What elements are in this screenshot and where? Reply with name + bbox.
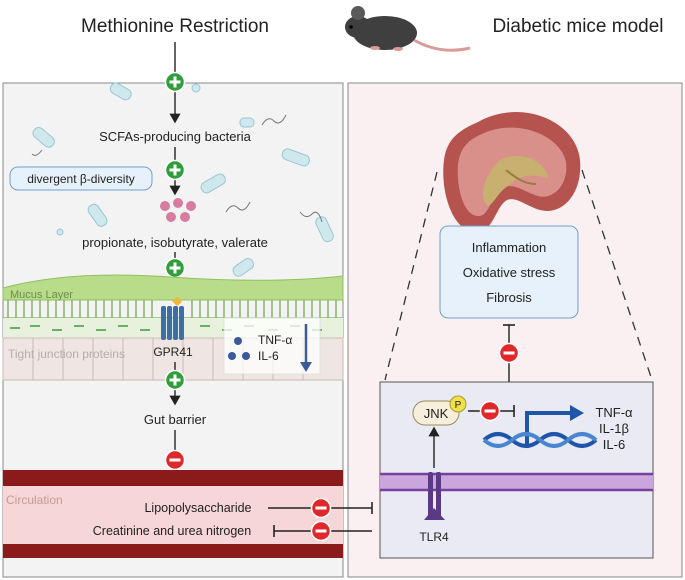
gene-label: IL-6 — [603, 437, 625, 452]
beta-diversity-label: divergent β-diversity — [27, 172, 135, 186]
outcome-label: Fibrosis — [486, 290, 532, 305]
inhibit-icon — [310, 497, 332, 519]
metabolite-dots-icon — [160, 198, 196, 222]
kidney-icon — [443, 112, 581, 233]
title-right: Diabetic mice model — [492, 16, 663, 37]
microvilli — [7, 300, 337, 318]
creatinine-label: Creatinine and urea nitrogen — [93, 524, 251, 538]
outcome-label: Oxidative stress — [463, 265, 556, 280]
gpr41-label: GPR41 — [153, 345, 193, 359]
scfa-bacteria-label: SCFAs-producing bacteria — [99, 129, 252, 144]
inhibit-icon — [479, 400, 501, 422]
zoom-line-right — [581, 169, 653, 381]
metabolites-label: propionate, isobutyrate, valerate — [82, 235, 268, 250]
circulation-label: Circulation — [6, 493, 63, 507]
jnk-node — [412, 400, 460, 426]
phospho-label: P — [455, 400, 462, 411]
cell-membrane — [380, 474, 653, 490]
tlr4-receptor-icon — [424, 472, 445, 520]
jnk-label: JNK — [424, 406, 449, 421]
blood-vessel-bottom — [3, 544, 343, 558]
dna-icon — [482, 432, 598, 448]
inhibit-icon — [310, 520, 332, 542]
gene-label: IL-1β — [599, 421, 629, 436]
gut-barrier-label: Gut barrier — [144, 412, 207, 427]
kidney-outcome-box — [439, 225, 579, 319]
phospho-icon — [449, 395, 467, 413]
transcription-arrow-icon — [525, 411, 572, 448]
beta-diversity-box — [9, 166, 153, 191]
gpr41-receptor-icon — [161, 297, 184, 340]
down-arrow-icon — [300, 324, 312, 372]
blood-vessel-top — [3, 470, 343, 486]
inhibit-icon — [164, 449, 186, 471]
flagella-icon — [31, 114, 323, 223]
mouse-icon — [345, 6, 471, 52]
bacteria-icon — [32, 82, 334, 277]
cytokine-label: IL-6 — [258, 349, 279, 363]
promote-icon — [164, 159, 186, 181]
outcome-label: Inflammation — [472, 240, 546, 255]
tight-junction-label: Tight junction proteins — [8, 347, 125, 361]
promote-icon — [164, 369, 186, 391]
cytokine-label: TNF-α — [258, 333, 292, 347]
gene-label: TNF-α — [595, 405, 633, 420]
mucus-layer-label: Mucus Layer — [10, 289, 73, 301]
lps-label: Lipopolysaccharide — [144, 501, 251, 515]
circulation-band — [3, 486, 343, 544]
promote-icon — [164, 257, 186, 279]
zoom-line-left — [384, 171, 438, 381]
mucus-layer — [2, 274, 344, 301]
tlr4-label: TLR4 — [419, 530, 449, 544]
cytokine-dots-icon — [228, 337, 250, 360]
title-left: Methionine Restriction — [81, 16, 269, 37]
promote-icon — [164, 71, 186, 93]
inhibit-icon — [498, 342, 520, 364]
